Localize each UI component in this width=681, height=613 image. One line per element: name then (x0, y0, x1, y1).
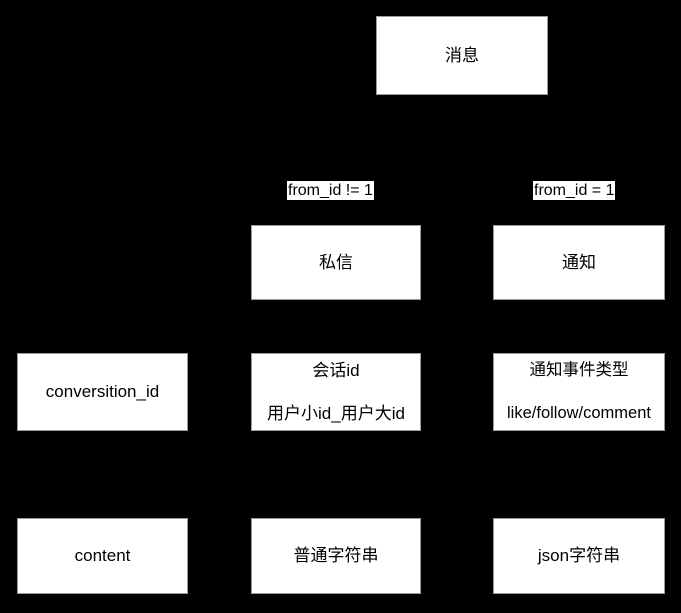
private-message-conversation-id[interactable]: 会话id 用户小id_用户大id (251, 353, 421, 431)
private-message-conversation-id-line-1: 会话id (312, 360, 360, 380)
message-node[interactable]: 消息 (376, 16, 548, 95)
notification-node-label: 通知 (562, 252, 596, 272)
field-conversition-id[interactable]: conversition_id (17, 353, 188, 431)
private-message-node-label: 私信 (319, 252, 353, 272)
field-content-label: content (74, 546, 131, 566)
notification-content-type[interactable]: json字符串 (493, 518, 665, 594)
private-message-conversation-id-line-2: 用户小id_用户大id (267, 404, 405, 423)
field-conversition-id-label: conversition_id (45, 382, 160, 402)
notification-event-type-line-1: 通知事件类型 (529, 361, 629, 380)
notification-node[interactable]: 通知 (493, 225, 665, 300)
notification-event-type[interactable]: 通知事件类型 like/follow/comment (493, 353, 665, 431)
edge-label-private-message: from_id != 1 (287, 181, 374, 200)
private-message-content-type-label: 普通字符串 (293, 546, 379, 566)
notification-event-type-line-2: like/follow/comment (507, 404, 651, 422)
message-node-label: 消息 (445, 45, 479, 65)
field-content[interactable]: content (17, 518, 188, 594)
edge-label-notification: from_id = 1 (533, 181, 616, 200)
private-message-content-type[interactable]: 普通字符串 (251, 518, 421, 594)
private-message-node[interactable]: 私信 (251, 225, 421, 300)
notification-content-type-label: json字符串 (537, 546, 621, 566)
